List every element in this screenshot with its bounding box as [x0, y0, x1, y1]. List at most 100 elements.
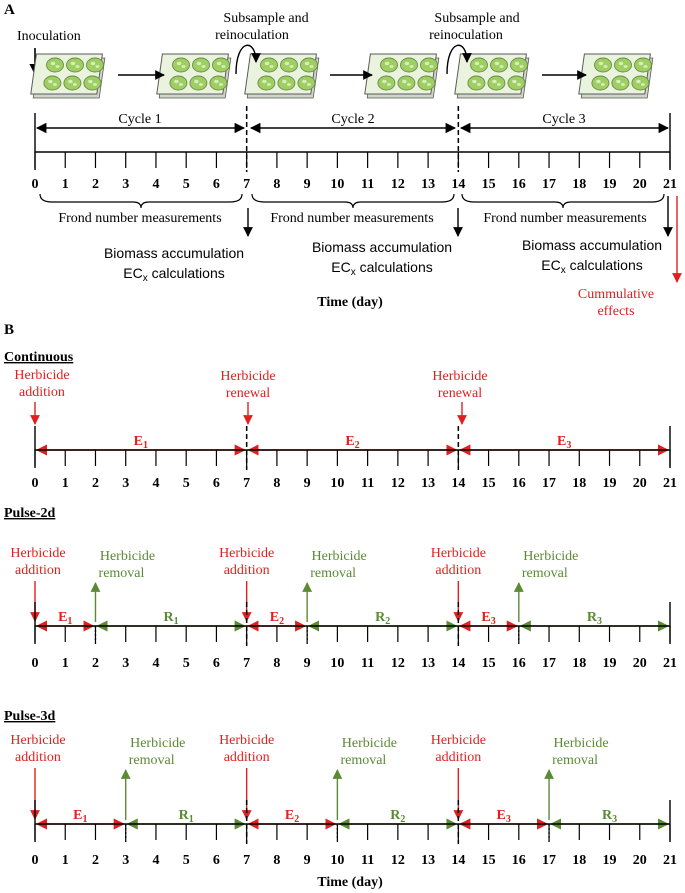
tick-label-17: 17	[542, 656, 556, 671]
frond-dot	[304, 61, 310, 66]
frond-dot	[221, 65, 226, 68]
ecx-label-2: ECx calculations	[331, 259, 433, 278]
frond-dot	[269, 65, 274, 68]
tick-label-9: 9	[304, 476, 311, 491]
segment-letter: R	[164, 610, 175, 625]
pulse3-title: Pulse-3d	[4, 709, 56, 724]
segment-letter: R	[375, 610, 386, 625]
frond-dot	[90, 61, 96, 66]
frond-dot	[409, 65, 414, 68]
well-plate	[244, 53, 320, 99]
frond-dot	[598, 61, 604, 66]
cumulative-label-2: effects	[597, 304, 634, 319]
cycle-1-label: Cycle 1	[118, 112, 161, 127]
plate-well	[189, 75, 208, 91]
plate-well	[297, 75, 316, 91]
tick-label-12: 12	[391, 656, 405, 671]
exposure-e3-label: E3	[497, 808, 511, 825]
frond-dot	[636, 79, 641, 84]
tick-label-5: 5	[183, 853, 190, 868]
tick-label-3: 3	[122, 853, 129, 868]
tick-label-7: 7	[243, 853, 250, 868]
biomass-label-2: Biomass accumulation	[312, 239, 452, 255]
plate-well	[634, 57, 652, 73]
subsample-label-2a: Subsample and	[434, 11, 519, 26]
frond-dot	[289, 65, 294, 68]
plate-well	[43, 75, 62, 91]
panel-a: A Inoculation Subsample and reinoculatio…	[4, 2, 682, 319]
frond-dot	[429, 65, 434, 68]
tick-label-4: 4	[152, 177, 159, 192]
frond-dot	[516, 83, 521, 86]
tick-label-1: 1	[62, 177, 69, 192]
tick-label-8: 8	[273, 656, 280, 671]
tick-label-2: 2	[92, 853, 99, 868]
well-plate	[30, 53, 106, 99]
tick-label-2: 2	[92, 656, 99, 671]
frond-dot	[406, 83, 411, 86]
frond-braces	[39, 193, 665, 209]
frond-dot	[422, 79, 427, 84]
plate-well	[377, 75, 396, 91]
ecx-rest: calculations	[148, 265, 225, 281]
recovery-r1-label: R1	[164, 610, 179, 627]
segment-subscript: 1	[174, 616, 179, 627]
herbicide-removal-label: removal	[310, 566, 356, 581]
frond-dot	[181, 65, 186, 68]
frond-dot	[600, 83, 605, 86]
curly-brace	[251, 193, 455, 209]
exposure-e2-label: E2	[345, 434, 359, 451]
tick-label-4: 4	[152, 476, 159, 491]
segment-subscript: 1	[67, 616, 72, 627]
tick-label-6: 6	[213, 853, 220, 868]
exposure-e3-label: E3	[481, 610, 495, 627]
frond-dot	[306, 83, 311, 86]
plate-well	[83, 75, 102, 91]
biomass-label-3: Biomass accumulation	[522, 237, 662, 253]
tick-label-11: 11	[361, 853, 374, 868]
pulse2-title: Pulse-2d	[4, 506, 56, 521]
frond-dot	[404, 61, 410, 66]
segment-subscript: 3	[506, 814, 511, 825]
frond-dot	[494, 61, 500, 66]
subsample-label-2b: reinoculation	[429, 28, 503, 43]
segment-subscript: 3	[612, 814, 617, 825]
frond-dot	[95, 65, 100, 68]
frond-dot	[618, 61, 624, 66]
tick-label-21: 21	[663, 177, 677, 192]
frond-dot	[309, 65, 314, 68]
segment-letter: E	[345, 434, 354, 449]
frond-dot	[640, 83, 645, 86]
tick-label-11: 11	[361, 656, 374, 671]
plate-well	[212, 57, 230, 73]
segment-subscript: 2	[279, 616, 284, 627]
subsample-label-1b: reinoculation	[215, 28, 289, 43]
curly-brace	[39, 193, 243, 209]
frond-dot	[70, 61, 76, 66]
plate-well	[277, 75, 296, 91]
frond-dot	[302, 79, 307, 84]
tick-label-1: 1	[62, 853, 69, 868]
frond-dot	[519, 65, 524, 68]
frond-dot	[382, 79, 387, 84]
tick-label-0: 0	[32, 476, 39, 491]
tick-label-16: 16	[512, 656, 526, 671]
frond-dot	[196, 61, 202, 66]
tick-label-0: 0	[32, 177, 39, 192]
tick-label-21: 21	[663, 476, 677, 491]
tick-label-14: 14	[451, 656, 465, 671]
recovery-r2-label: R2	[375, 610, 390, 627]
tick-label-19: 19	[603, 853, 617, 868]
tick-label-13: 13	[421, 853, 435, 868]
plate-well	[172, 57, 190, 73]
tick-label-15: 15	[482, 177, 496, 192]
herbicide-addition-label: addition	[224, 563, 270, 578]
tick-label-11: 11	[361, 476, 374, 491]
frond-dot	[176, 61, 182, 66]
tick-label-2: 2	[92, 476, 99, 491]
frond-dot	[214, 79, 219, 84]
tick-label-7: 7	[243, 177, 250, 192]
